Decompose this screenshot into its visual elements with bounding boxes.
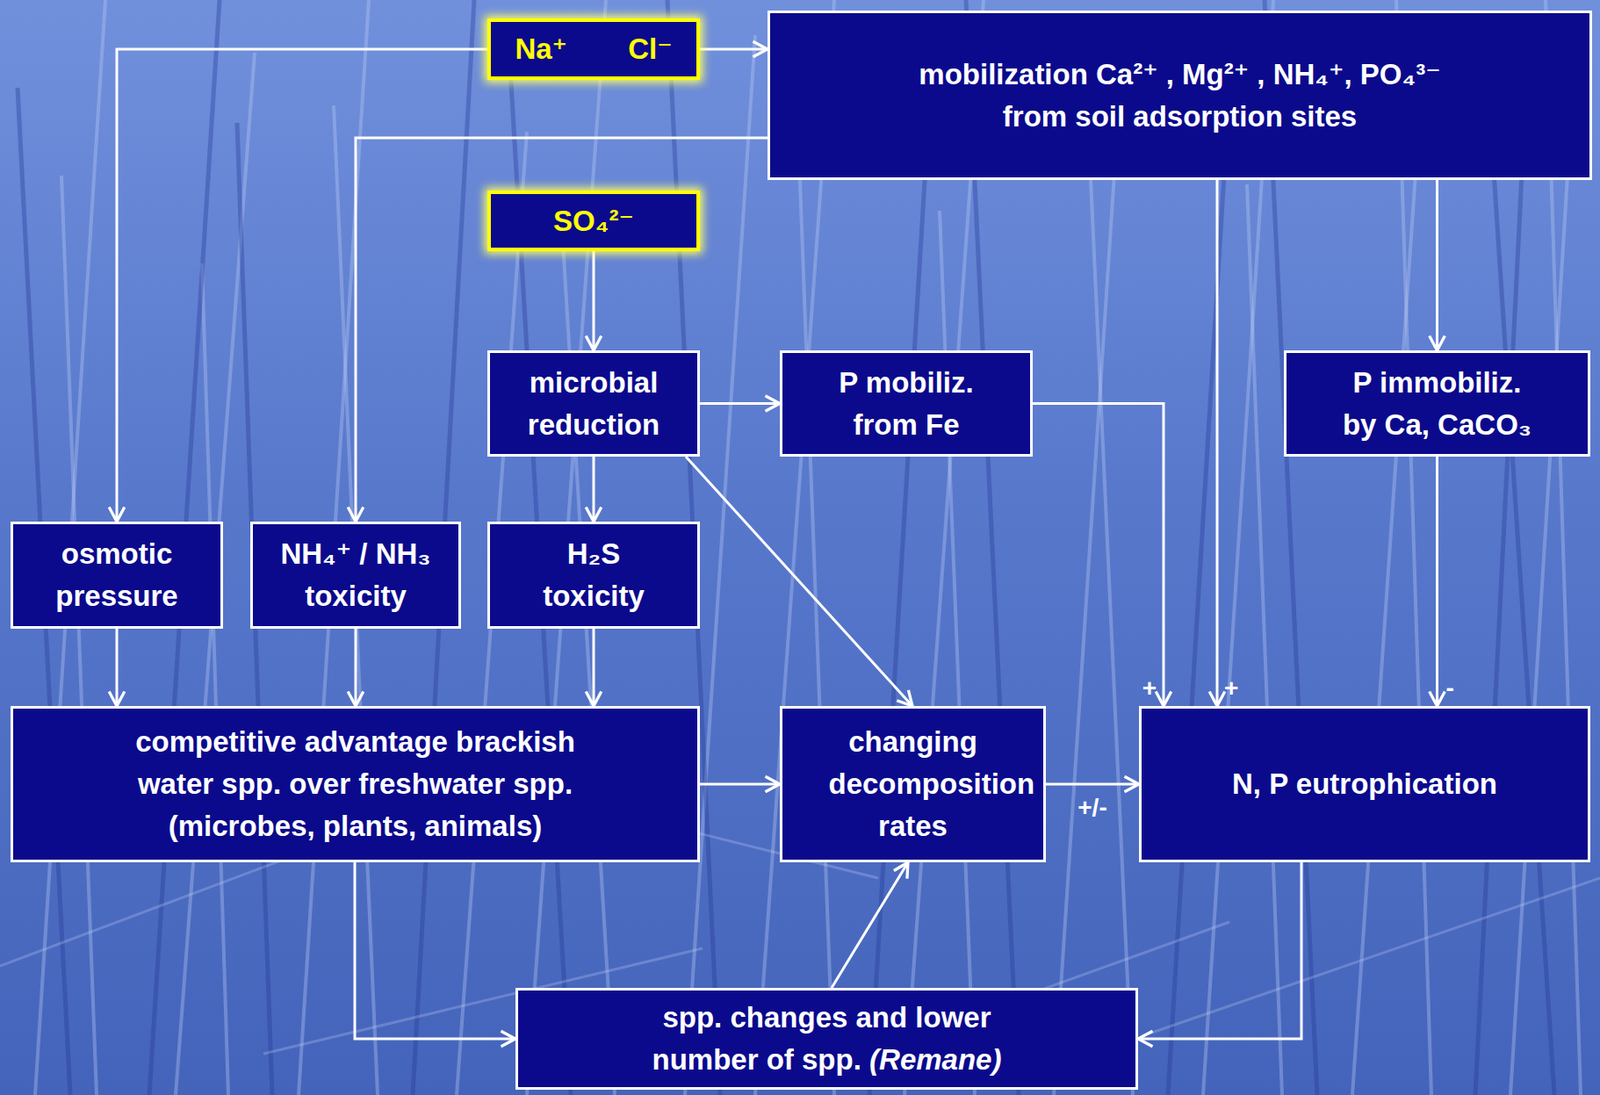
node-text: P mobiliz. from Fe	[838, 366, 973, 441]
input-ion-box: Na⁺ Cl⁻	[487, 18, 700, 80]
connector-arrow	[115, 628, 119, 707]
node-text: microbial reduction	[527, 366, 660, 441]
input-ion-box: SO₄²⁻	[487, 190, 700, 252]
text-group: osmotic pressure	[43, 533, 190, 618]
process-box: P immobiliz. by Ca, CaCO₃	[1283, 350, 1591, 457]
outcome-box: spp. changes and lower number of spp.(Re…	[515, 987, 1139, 1090]
process-box: microbial reduction	[487, 350, 700, 457]
connector-arrow	[116, 49, 488, 522]
node-text: N, P eutrophication	[1232, 767, 1498, 800]
text-group: spp. changes and lower number of spp.(Re…	[620, 996, 1033, 1082]
connector-arrow	[592, 456, 596, 522]
edge-label: +	[1142, 675, 1157, 703]
node-text: P immobiliz. by Ca, CaCO₃	[1342, 366, 1532, 441]
connector-arrow	[831, 862, 909, 988]
node-text: H₂S toxicity	[542, 537, 645, 613]
connector-arrow	[1032, 403, 1164, 707]
edge-label: +	[1224, 675, 1239, 703]
text-group: competitive advantage brackish water spp…	[102, 720, 609, 848]
node-text: (Remane)	[869, 1038, 1002, 1082]
connector-arrow	[1216, 180, 1219, 707]
connector-arrow	[1435, 180, 1439, 351]
text-group: N, P eutrophication	[1231, 763, 1499, 806]
connector-arrow	[699, 48, 768, 51]
text-group: changing decomposition rates	[828, 720, 998, 848]
text-group: Na⁺ Cl⁻	[513, 28, 674, 71]
node-text: SO₄²⁻	[553, 204, 635, 238]
text-group: mobilization Ca²⁺ , Mg²⁺ , NH₄⁺, PO₄³⁻ f…	[914, 53, 1446, 138]
connector-arrow	[355, 137, 768, 522]
outcome-box: changing decomposition rates	[779, 706, 1046, 863]
edge-label: +/-	[1077, 794, 1107, 822]
connector-arrow	[354, 862, 516, 1039]
text-group: P mobiliz. from Fe	[828, 361, 985, 447]
node-text: competitive advantage brackish water spp…	[135, 725, 576, 843]
node-text: Na⁺ Cl⁻	[514, 32, 672, 65]
node-text: NH₄⁺ / NH₃ toxicity	[280, 537, 431, 613]
node-text: mobilization Ca²⁺ , Mg²⁺ , NH₄⁺, PO₄³⁻ f…	[918, 57, 1441, 133]
process-box: mobilization Ca²⁺ , Mg²⁺ , NH₄⁺, PO₄³⁻ f…	[767, 10, 1593, 181]
effect-box: H₂S toxicity	[487, 521, 700, 629]
outcome-box: N, P eutrophication	[1138, 706, 1591, 863]
effect-box: NH₄⁺ / NH₃ toxicity	[250, 521, 462, 629]
connector-arrow	[354, 628, 358, 707]
connector-arrow	[699, 783, 780, 786]
text-group: NH₄⁺ / NH₃ toxicity	[277, 533, 434, 618]
connector-arrow	[1138, 862, 1302, 1039]
connector-arrow	[685, 456, 913, 707]
connector-arrow	[1045, 783, 1139, 786]
node-text: osmotic pressure	[55, 537, 178, 613]
connector-arrow	[592, 628, 596, 707]
connector-arrow	[592, 251, 596, 351]
connector-arrow	[1435, 456, 1439, 707]
effect-box: osmotic pressure	[10, 521, 224, 629]
text-group: P immobiliz. by Ca, CaCO₃	[1336, 361, 1538, 447]
text-group: microbial reduction	[512, 361, 675, 447]
process-box: P mobiliz. from Fe	[779, 350, 1033, 457]
text-group: H₂S toxicity	[533, 533, 656, 618]
connector-arrow	[699, 402, 780, 405]
outcome-box: competitive advantage brackish water spp…	[10, 706, 700, 863]
edge-label: -	[1446, 675, 1455, 703]
text-group: SO₄²⁻	[552, 200, 635, 243]
node-text: changing decomposition rates	[828, 725, 1036, 843]
